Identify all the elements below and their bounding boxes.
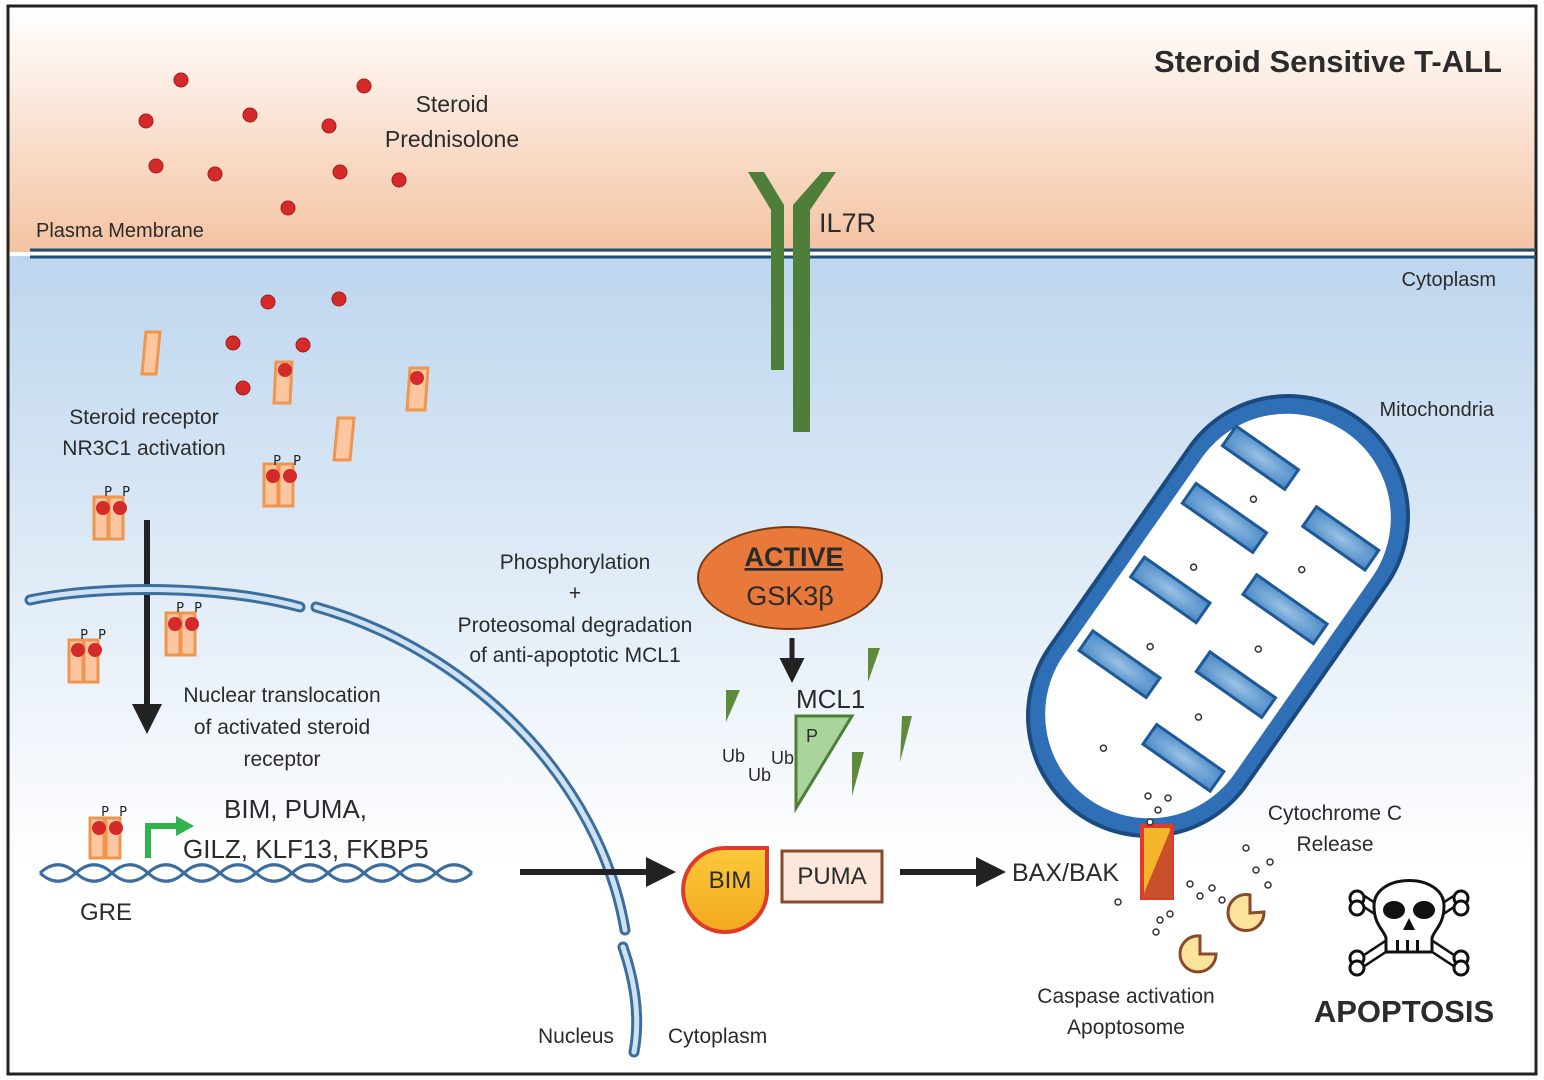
baxbak-label: BAX/BAK [1012,859,1119,887]
gre-label: GRE [80,899,132,926]
phospho-label-line1: Phosphorylation [500,551,651,574]
svg-text:P: P [80,628,88,643]
mitochondria-label: Mitochondria [1379,399,1494,421]
nucleus-label: Nucleus [538,1025,614,1048]
svg-text:P: P [101,805,109,820]
ub-label-1: Ub [722,746,745,766]
phospho-label-line2: Proteosomal degradation [458,614,693,637]
caspase-shape [1226,893,1266,933]
puma-label: PUMA [797,863,866,890]
bim-label: BIM [709,867,752,894]
svg-text:P: P [119,805,127,820]
svg-text:P: P [104,485,112,500]
receptor-label-line2: NR3C1 activation [62,437,225,460]
svg-text:P: P [98,628,106,643]
plasma-membrane-label: Plasma Membrane [36,220,204,242]
diagram-title: Steroid Sensitive T-ALL [1154,44,1502,79]
bound-steroid-dots [278,363,424,385]
gsk3b-active-label: ACTIVE [744,542,843,572]
steroid-molecules-extracellular [138,72,407,216]
prednisolone-label: Prednisolone [385,126,519,152]
steroid-molecules-cytoplasm [225,291,347,396]
transcription-arrowhead [176,816,194,836]
il7r-label: IL7R [819,208,876,238]
dna-helix-gre [38,863,474,883]
receptor-label-line1: Steroid receptor [69,406,218,429]
activated-receptor-dimer: P P [92,485,130,541]
phospho-label-plus: + [569,582,581,605]
caspase-shape [1178,934,1218,974]
mcl1-label: MCL1 [796,684,865,714]
svg-text:P: P [293,454,301,469]
gsk3b-ellipse [697,526,883,630]
cytochrome-c-molecules [1114,792,1274,936]
nuclear-label-line2: of activated steroid [194,716,370,739]
nuclear-label-line1: Nuclear translocation [183,684,380,707]
puma-box [780,849,884,904]
apoptosis-label: APOPTOSIS [1314,994,1494,1029]
caspase-label-line2: Apoptosome [1067,1016,1185,1039]
mcl1-fragments [726,648,912,796]
steroid-label: Steroid [416,91,489,117]
transcription-arrow [145,823,178,858]
mcl1-triangle [794,714,855,814]
svg-text:P: P [176,601,184,616]
cytochrome-label-line2: Release [1296,833,1373,856]
mcl1-phospho-label: P [806,726,818,746]
baxbak-pore-shade [1142,826,1172,898]
cytochrome-label-line1: Cytochrome C [1268,802,1402,825]
gsk3b-name-label: GSK3β [746,581,834,611]
nuclear-label-line3: receptor [243,748,320,771]
activated-receptor-dimer: P P [262,454,301,508]
mitochondrion [1026,394,1410,838]
svg-text:P: P [273,454,281,469]
caspase-label-line1: Caspase activation [1037,985,1214,1008]
genes-label-line2: GILZ, KLF13, FKBP5 [183,834,429,864]
skull-crossbones-icon [1348,879,1470,977]
cytoplasm-label-bottom: Cytoplasm [668,1025,767,1048]
svg-text:P: P [194,601,202,616]
ub-label-3: Ub [771,748,794,768]
outer-frame [6,4,1538,1076]
cytoplasm-label-top: Cytoplasm [1402,269,1496,291]
genes-label-line1: BIM, PUMA, [224,794,367,824]
il7r-receptor [748,172,836,432]
phospho-label-line3: of anti-apoptotic MCL1 [469,644,680,667]
ub-label-2: Ub [748,765,771,785]
activated-receptor-dimer: P P [88,805,127,860]
activated-receptor-dimer: P P [67,628,106,684]
bim-shape [681,846,769,934]
activated-receptor-dimer: P P [164,601,202,657]
svg-text:P: P [122,485,130,500]
